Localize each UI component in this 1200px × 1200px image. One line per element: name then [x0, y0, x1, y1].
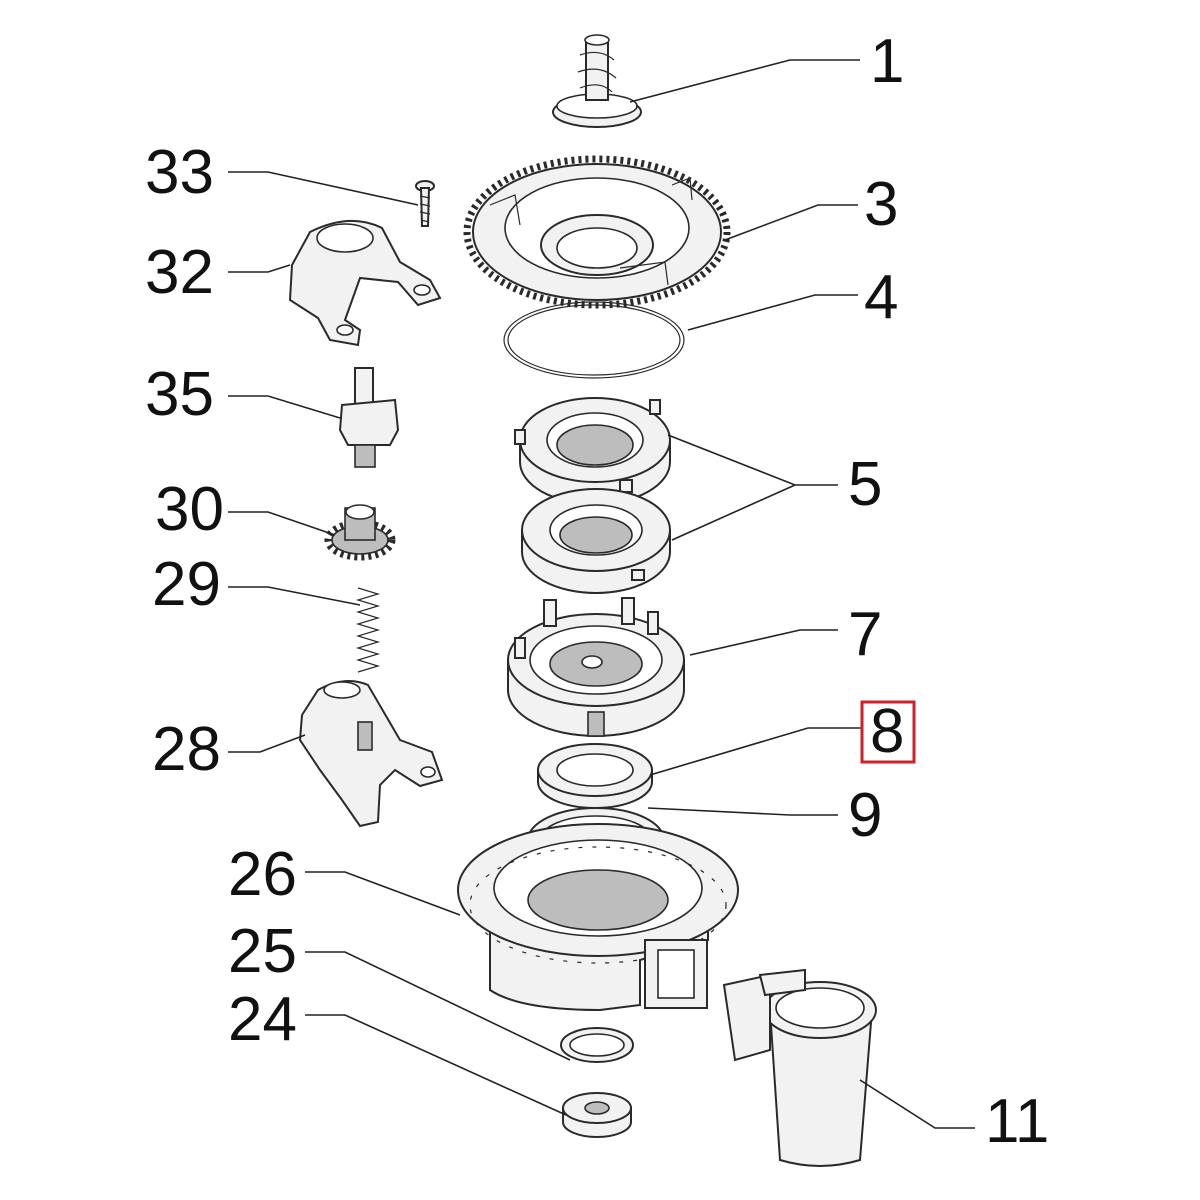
callout-7: 7: [848, 600, 882, 669]
callout-labels: 1 3 4 5 7 8 9 11 24 25 26 28 29 30 32 33…: [145, 27, 1049, 1156]
leader-9: [647, 807, 838, 816]
callout-3: 3: [864, 170, 898, 239]
callout-1: 1: [870, 27, 904, 96]
part-3-gear-ring: [463, 155, 731, 309]
part-4-o-ring: [503, 301, 685, 379]
callout-24: 24: [228, 985, 297, 1054]
callout-29: 29: [152, 550, 221, 619]
leader-30: [228, 511, 336, 536]
leader-29: [228, 586, 361, 606]
leader-1: [629, 59, 860, 103]
leader-26: [305, 871, 461, 916]
callout-9: 9: [848, 781, 882, 850]
callout-26: 26: [228, 840, 297, 909]
part-5-burr-upper: [514, 397, 671, 505]
part-29-spring: [355, 587, 381, 673]
callout-8: 8: [870, 697, 904, 766]
leader-28: [228, 734, 306, 753]
callout-35: 35: [145, 360, 214, 429]
leader-24: [305, 1014, 567, 1116]
callout-5: 5: [848, 450, 882, 519]
part-8-ring: [537, 743, 653, 809]
part-24-spacer: [562, 1092, 632, 1138]
callout-8-highlight-box: [860, 700, 916, 764]
part-32-bracket: [288, 219, 442, 347]
leader-25: [305, 951, 571, 1061]
part-5-burr-lower: [521, 488, 671, 594]
callout-33: 33: [145, 138, 214, 207]
callout-4: 4: [864, 263, 898, 332]
leader-3: [724, 204, 858, 241]
callout-30: 30: [155, 475, 224, 544]
callout-25: 25: [228, 917, 297, 986]
part-1-auger: [552, 34, 642, 128]
leader-35: [228, 395, 341, 419]
part-28-bracket: [298, 680, 444, 828]
part-11-chute: [722, 968, 877, 1167]
part-25-washer: [560, 1027, 634, 1063]
leader-lines: [228, 59, 975, 1129]
leader-11: [859, 1079, 975, 1129]
part-30-pinion: [324, 504, 396, 561]
leader-8: [649, 727, 862, 776]
part-7-burr-carrier: [507, 597, 685, 737]
callout-28: 28: [152, 715, 221, 784]
part-26-housing: [457, 823, 739, 1012]
callout-11: 11: [985, 1087, 1049, 1156]
leader-32: [228, 264, 291, 273]
leader-7: [689, 629, 838, 656]
part-35-shaft: [338, 367, 400, 468]
leader-4: [687, 294, 858, 331]
leader-5: [667, 434, 838, 541]
leader-33: [228, 171, 419, 206]
part-33-screw: [415, 180, 435, 227]
callout-32: 32: [145, 238, 214, 307]
